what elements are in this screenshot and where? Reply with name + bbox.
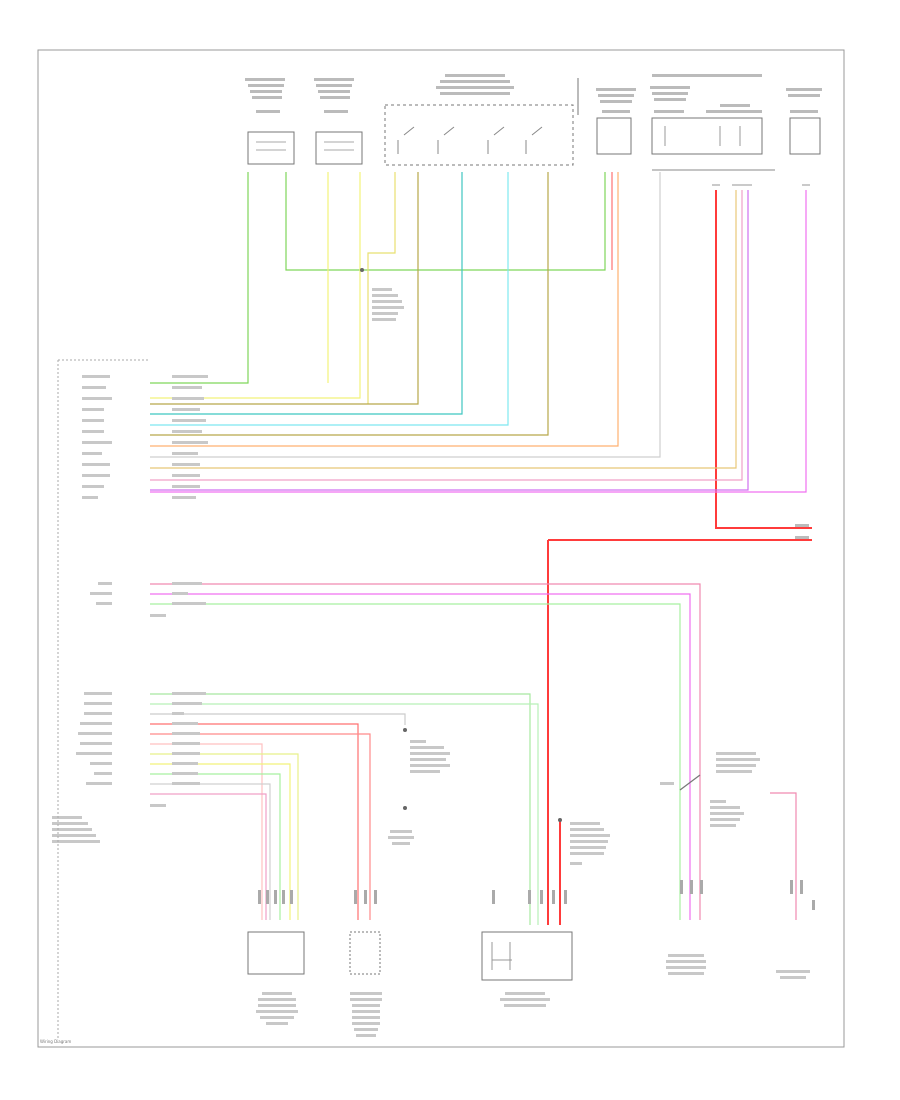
pressure-block	[789, 117, 821, 155]
splice-node-2	[558, 818, 562, 822]
top-wires	[150, 172, 812, 529]
middle-pinout-labels	[90, 582, 206, 617]
top-label-marks	[245, 74, 822, 113]
upper-pinout-labels	[82, 375, 208, 499]
middle-wires	[150, 583, 701, 920]
bottom-label-marks	[256, 954, 810, 1037]
splice-node	[360, 268, 364, 272]
bottom-components	[247, 931, 573, 981]
lower-wires	[150, 693, 797, 925]
ground-node-1	[403, 728, 407, 732]
annotation-marks	[372, 288, 760, 865]
left-sensor-block-2	[315, 131, 363, 165]
ground-node-2	[403, 806, 407, 810]
diagram-footer-note: Wiring Diagram	[40, 1039, 71, 1044]
range-sensor	[596, 117, 632, 155]
throttle-sensor-block	[247, 931, 305, 975]
top-components	[247, 78, 821, 171]
brake-switch-block	[349, 931, 381, 975]
diagram-frame	[37, 49, 845, 1048]
switch-assembly-box	[384, 104, 574, 166]
solenoid-block	[651, 117, 763, 155]
left-sensor-block-1	[247, 131, 295, 165]
lower-pinout-labels	[52, 692, 206, 843]
bottom-connectors	[258, 880, 815, 910]
tcm-block	[481, 931, 573, 981]
